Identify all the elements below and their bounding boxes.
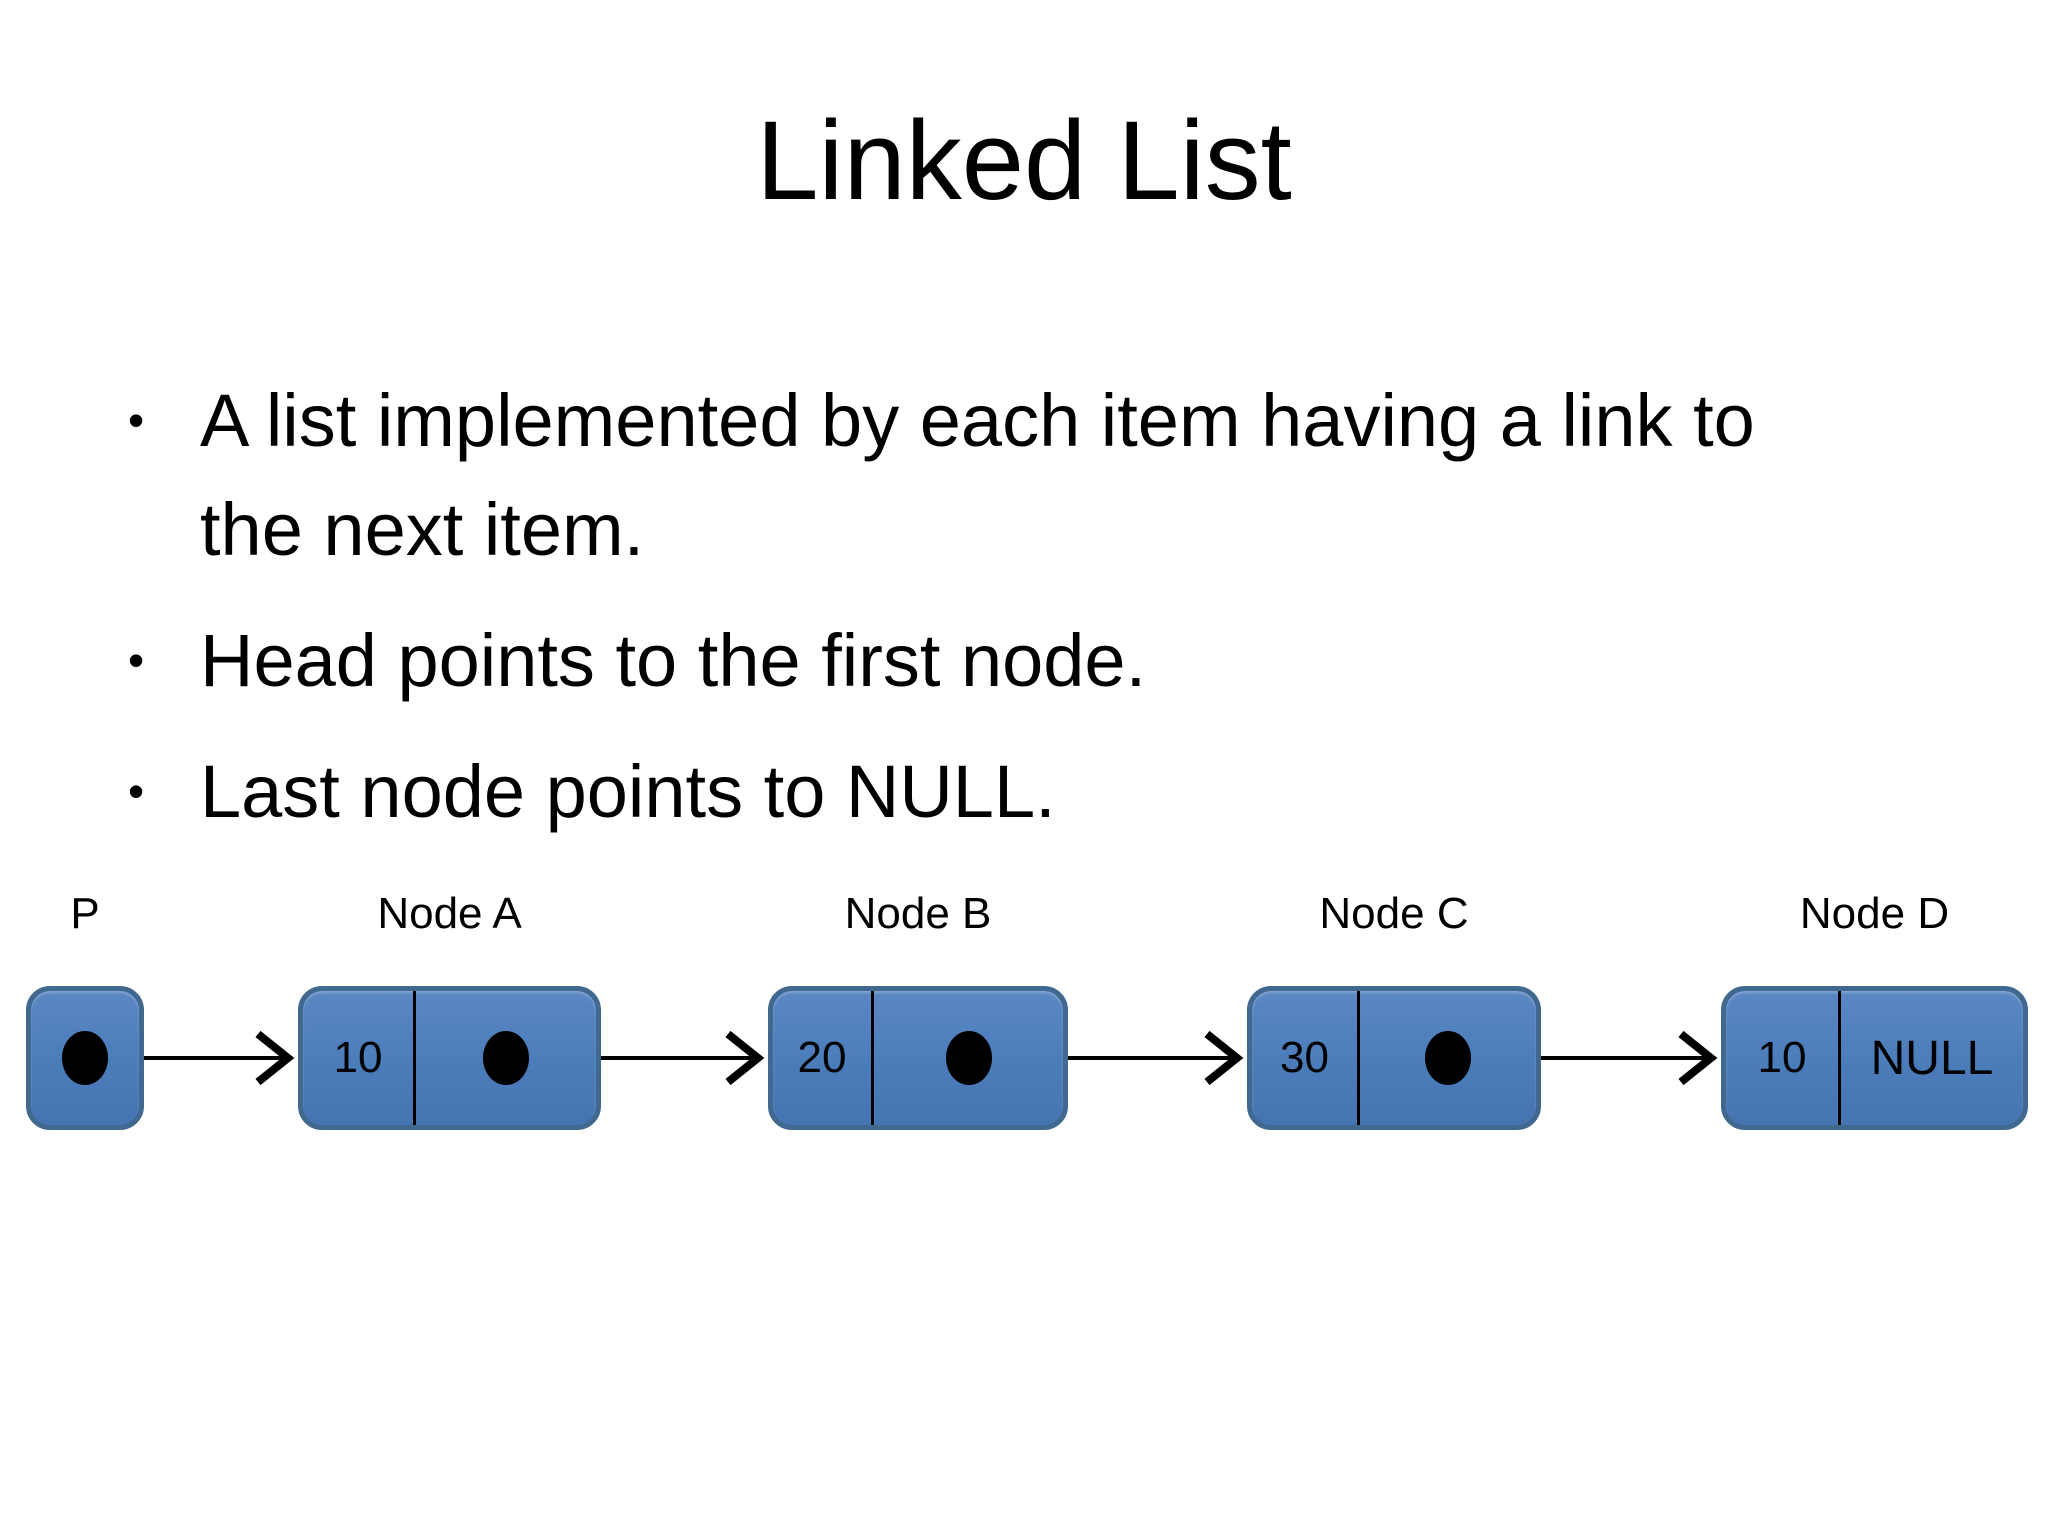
bullet-icon: • bbox=[128, 394, 145, 446]
node-label: Node B bbox=[844, 889, 992, 938]
node-box: 10 NULL bbox=[1721, 986, 2028, 1130]
node-value: 30 bbox=[1280, 1033, 1329, 1082]
node-value-cell: 20 bbox=[773, 991, 874, 1125]
node-value-cell: 10 bbox=[1726, 991, 1841, 1125]
node-b: Node B 20 bbox=[768, 880, 1068, 1160]
node-value: 10 bbox=[333, 1033, 383, 1082]
pointer-dot-icon bbox=[483, 1031, 529, 1085]
pointer-group: P bbox=[26, 880, 144, 1160]
pointer-label: P bbox=[70, 889, 100, 938]
node-label: Node D bbox=[1799, 889, 1950, 938]
node-d: Node D 10 NULL bbox=[1721, 880, 2028, 1160]
null-label: NULL bbox=[1870, 1031, 1994, 1085]
node-a: Node A 10 bbox=[298, 880, 601, 1160]
bullet-icon: • bbox=[128, 634, 145, 686]
node-box: 30 bbox=[1247, 986, 1541, 1130]
node-label: Node C bbox=[1319, 889, 1469, 938]
node-value-cell: 30 bbox=[1252, 991, 1360, 1125]
node-box: 10 bbox=[298, 986, 601, 1130]
node-value-cell: 10 bbox=[303, 991, 416, 1125]
node-next-cell bbox=[874, 991, 1063, 1125]
bullet-icon: • bbox=[128, 765, 145, 817]
node-value: 10 bbox=[1757, 1033, 1807, 1082]
node-next-cell bbox=[1360, 991, 1536, 1125]
bullet-item: • Last node points to NULL. bbox=[128, 737, 1828, 846]
pointer-dot-icon bbox=[1425, 1031, 1471, 1085]
node-c: Node C 30 bbox=[1247, 880, 1541, 1160]
bullet-text: Last node points to NULL. bbox=[200, 750, 1056, 833]
pointer-box bbox=[26, 986, 144, 1130]
bullet-text: Head points to the first node. bbox=[200, 619, 1147, 702]
bullet-text: A list implemented by each item having a… bbox=[200, 379, 1755, 571]
bullet-list: • A list implemented by each item having… bbox=[128, 366, 1828, 868]
node-label: Node A bbox=[377, 889, 522, 938]
bullet-item: • Head points to the first node. bbox=[128, 606, 1828, 715]
node-next-cell: NULL bbox=[1841, 991, 2023, 1125]
linked-list-diagram: P Node A 10 Node B 20 bbox=[0, 880, 2048, 1210]
bullet-item: • A list implemented by each item having… bbox=[128, 366, 1828, 584]
node-box: 20 bbox=[768, 986, 1068, 1130]
pointer-dot-icon bbox=[945, 1031, 992, 1085]
node-value: 20 bbox=[797, 1033, 847, 1082]
slide-title: Linked List bbox=[756, 98, 1292, 223]
node-next-cell bbox=[416, 991, 596, 1125]
pointer-dot-icon bbox=[62, 1031, 108, 1085]
